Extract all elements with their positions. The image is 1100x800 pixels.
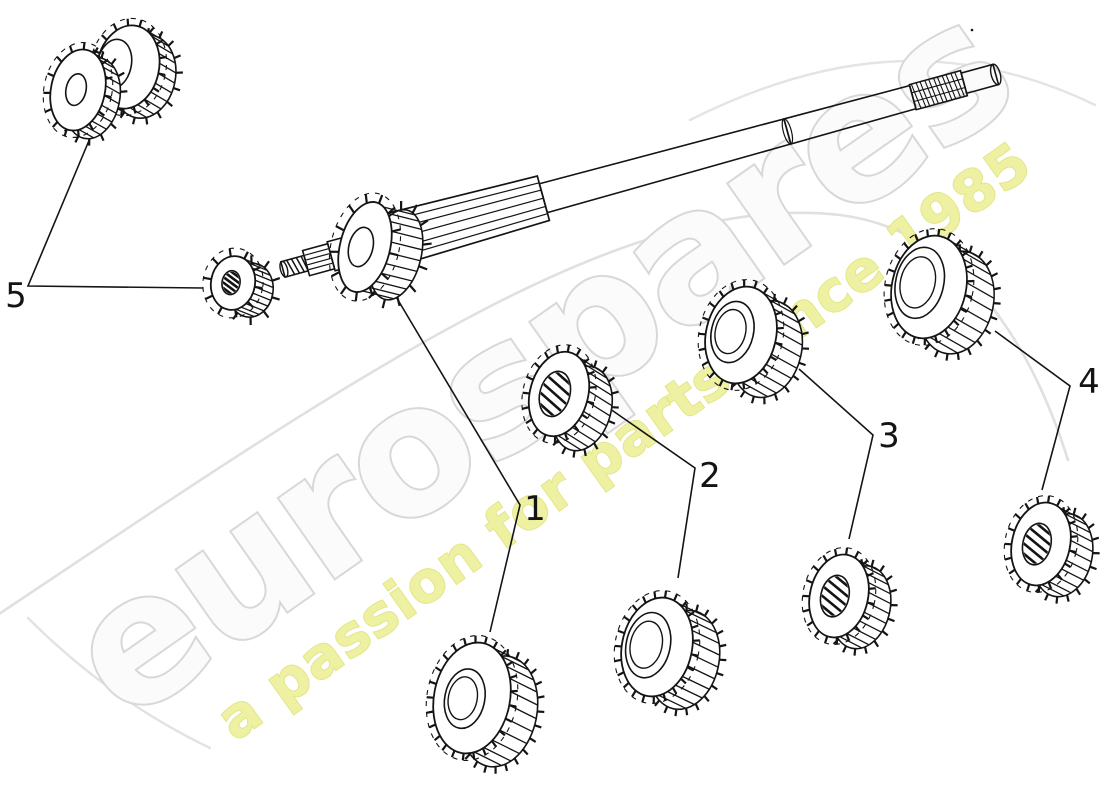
upper-gear-4th (883, 228, 1001, 361)
part-number-labels: 1 2 3 4 5 (5, 276, 1100, 529)
drive-pinion-gear (328, 192, 432, 309)
swoosh-lower-left-curve (26, 616, 212, 750)
part-label-2: 2 (699, 456, 721, 496)
swoosh-upper-right-curve (688, 59, 1097, 122)
wheel-gear-2nd (613, 590, 727, 717)
wheel-gear-4th (1003, 495, 1100, 604)
shaft-mid-section (538, 117, 792, 214)
wheel-gear-1st (425, 635, 545, 774)
shaft-spline-grooves (372, 182, 548, 263)
wheel-gear-3rd (801, 547, 898, 656)
leader-part-1 (394, 294, 521, 633)
leader-part-2 (602, 403, 696, 579)
part-label-5: 5 (5, 276, 27, 316)
leader-lines (26, 130, 1071, 633)
part-label-3: 3 (878, 416, 900, 456)
small-pinion-gear (202, 247, 281, 326)
shaft-end-cap (989, 63, 1002, 86)
upper-gear-3rd (697, 279, 810, 405)
part-label-1: 1 (524, 489, 546, 529)
swoosh-main-curve (0, 211, 1070, 615)
shaft-collar-hatch (304, 248, 333, 271)
gears (42, 17, 1100, 774)
upper-gear-2nd (521, 344, 619, 458)
leader-part-4 (994, 330, 1071, 491)
reverse-cluster-gear-small (42, 41, 128, 146)
part-label-4: 4 (1078, 362, 1100, 402)
swoosh-curves (0, 59, 1097, 750)
shaft-knurl-hatch (910, 72, 965, 109)
leader-part-3 (798, 368, 874, 540)
ink-speck (970, 28, 974, 32)
shaft-thread-hatch (285, 255, 309, 275)
shaft-thin-section (782, 84, 917, 145)
shaft-knurl-bands (911, 78, 966, 103)
shaft-tip-cap (279, 260, 289, 278)
leader-part-5 (26, 130, 204, 289)
